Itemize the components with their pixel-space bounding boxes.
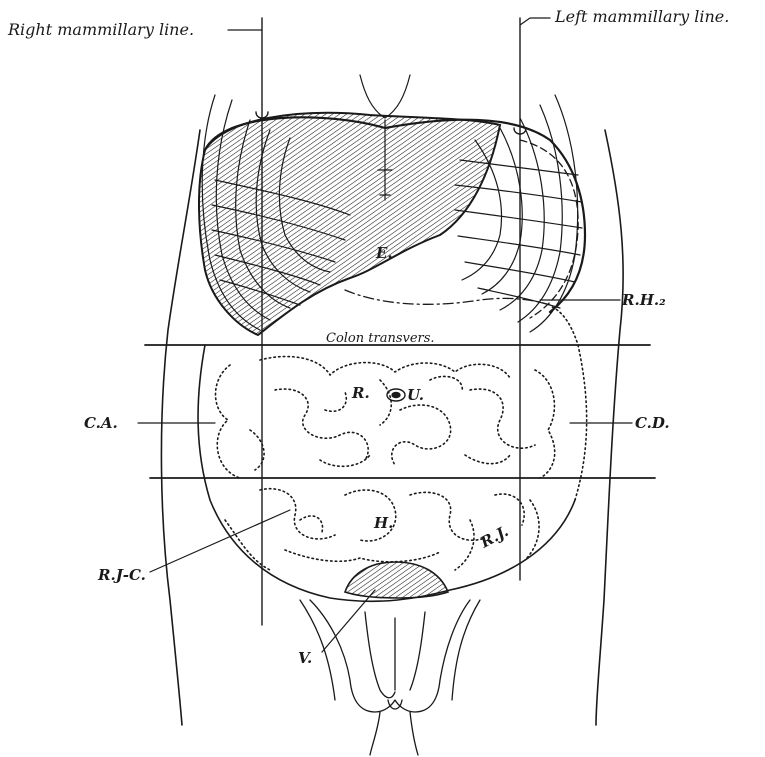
colon-label: Colon transvers. [326,331,435,346]
genitals [300,600,480,755]
bladder [345,562,448,598]
left-mammillary-label: Left mammillary line. [554,7,729,26]
rj-label: R.J. [477,522,512,552]
v-label: V. [298,649,312,667]
r-label: R. [351,384,370,402]
e-label: E. [375,244,393,262]
cd-label: C.D. [635,414,670,432]
umbilicus [387,389,405,401]
liver [199,113,500,335]
umbilicus-label: U. [407,386,424,404]
region-lines [145,345,655,478]
h-label: H. [373,514,393,532]
right-mammillary-label: Right mammillary line. [7,20,194,39]
rh-label: R.H.₂ [621,291,666,309]
rjc-label: R.J-C. [97,566,146,584]
ca-label: C.A. [84,414,118,432]
abdomen-dotted-right [550,306,587,500]
